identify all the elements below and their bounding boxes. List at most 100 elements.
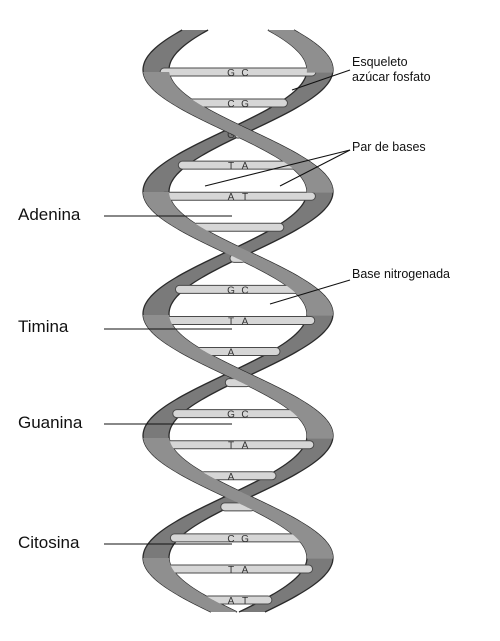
strand-segment xyxy=(151,87,181,91)
strand-segment xyxy=(147,297,177,301)
backbone-label-line2: azúcar fosfato xyxy=(352,70,431,84)
strand-segment xyxy=(143,549,172,553)
strand-segment xyxy=(158,42,189,46)
base-letter-left: A xyxy=(228,472,235,483)
strand-segment xyxy=(306,432,333,436)
strand-segment xyxy=(271,276,304,280)
strand-segment xyxy=(154,456,185,460)
strand-segment xyxy=(291,45,322,49)
strand-segment xyxy=(290,213,321,217)
strand-segment xyxy=(276,279,309,283)
strand-segment xyxy=(215,492,249,496)
strand-segment xyxy=(166,36,198,40)
strand-segment xyxy=(145,567,174,571)
strand-segment xyxy=(166,222,199,226)
strand-segment xyxy=(196,483,231,487)
strand-segment xyxy=(213,369,247,373)
strand-segment xyxy=(239,120,274,124)
strand-segment xyxy=(304,183,333,187)
strand-segment xyxy=(174,105,207,109)
strand-segment xyxy=(178,351,211,355)
strand-segment xyxy=(278,36,310,40)
strand-segment xyxy=(146,177,175,181)
strand-segment xyxy=(149,417,179,421)
strand-segment xyxy=(256,390,290,394)
strand-segment xyxy=(306,312,333,316)
strand-segment xyxy=(154,90,185,94)
strand-segment xyxy=(179,150,212,154)
backbone-label-line1: Esqueleto xyxy=(352,55,408,69)
strand-segment xyxy=(290,579,321,583)
strand-segment xyxy=(267,30,301,34)
strand-segment xyxy=(154,45,185,49)
strand-segment xyxy=(166,402,198,406)
strand-segment xyxy=(144,180,173,184)
strand-segment xyxy=(156,336,187,340)
strand-segment xyxy=(144,564,172,568)
strand-segment xyxy=(301,177,330,181)
strand-segment xyxy=(245,117,280,121)
strand-segment xyxy=(219,372,254,376)
strand-segment xyxy=(192,387,226,391)
strand-segment xyxy=(150,171,181,175)
strand-segment xyxy=(305,63,333,67)
strand-segment xyxy=(145,324,175,328)
strand-segment xyxy=(279,465,311,469)
strand-segment xyxy=(192,603,226,607)
strand-segment xyxy=(168,345,201,349)
strand-segment xyxy=(296,330,326,334)
strand-segment xyxy=(143,195,171,199)
strand-segment xyxy=(211,246,245,250)
strand-segment xyxy=(296,294,327,298)
strand-segment xyxy=(176,228,209,232)
strand-segment xyxy=(297,207,327,211)
strand-segment xyxy=(143,441,172,445)
base-letter-left: T xyxy=(228,441,234,452)
strand-segment xyxy=(196,117,231,121)
strand-segment xyxy=(198,606,233,610)
strand-segment xyxy=(143,312,170,316)
base-letter-left: G xyxy=(227,68,235,79)
strand-segment xyxy=(269,471,302,475)
base-letter-left: T xyxy=(228,316,234,327)
strand-segment xyxy=(285,339,317,343)
strand-segment xyxy=(295,453,325,457)
strand-segment xyxy=(298,450,328,454)
strand-segment xyxy=(146,54,176,58)
strand-segment xyxy=(143,318,171,322)
base-letter-left: C xyxy=(227,534,234,545)
strand-segment xyxy=(143,558,170,562)
strand-segment xyxy=(294,210,325,214)
strand-segment xyxy=(169,468,202,472)
strand-segment xyxy=(283,96,315,100)
strand-segment xyxy=(164,525,197,529)
strand-segment xyxy=(169,522,202,526)
strand-segment xyxy=(149,294,180,298)
strand-segment xyxy=(202,138,236,142)
strand-segment xyxy=(274,156,307,160)
strand-segment xyxy=(185,477,219,481)
strand-segment xyxy=(282,585,314,589)
strand-segment xyxy=(188,267,222,271)
strand-segment xyxy=(252,144,286,148)
strand-segment xyxy=(305,306,333,310)
strand-segment xyxy=(143,438,170,442)
strand-segment xyxy=(159,339,191,343)
strand-segment xyxy=(288,165,319,169)
strand-segment xyxy=(151,210,182,214)
base-pair-bar xyxy=(161,440,315,450)
base-pair-bar xyxy=(174,284,302,294)
strand-segment xyxy=(242,261,276,265)
strand-segment xyxy=(274,468,307,472)
strand-segment xyxy=(145,201,174,205)
strand-segment xyxy=(146,81,176,85)
strand-segment xyxy=(151,453,181,457)
strand-segment xyxy=(223,252,258,256)
strand-segment xyxy=(267,594,300,598)
strand-segment xyxy=(297,417,327,421)
strand-segment xyxy=(143,189,170,193)
strand-segment xyxy=(238,609,272,612)
